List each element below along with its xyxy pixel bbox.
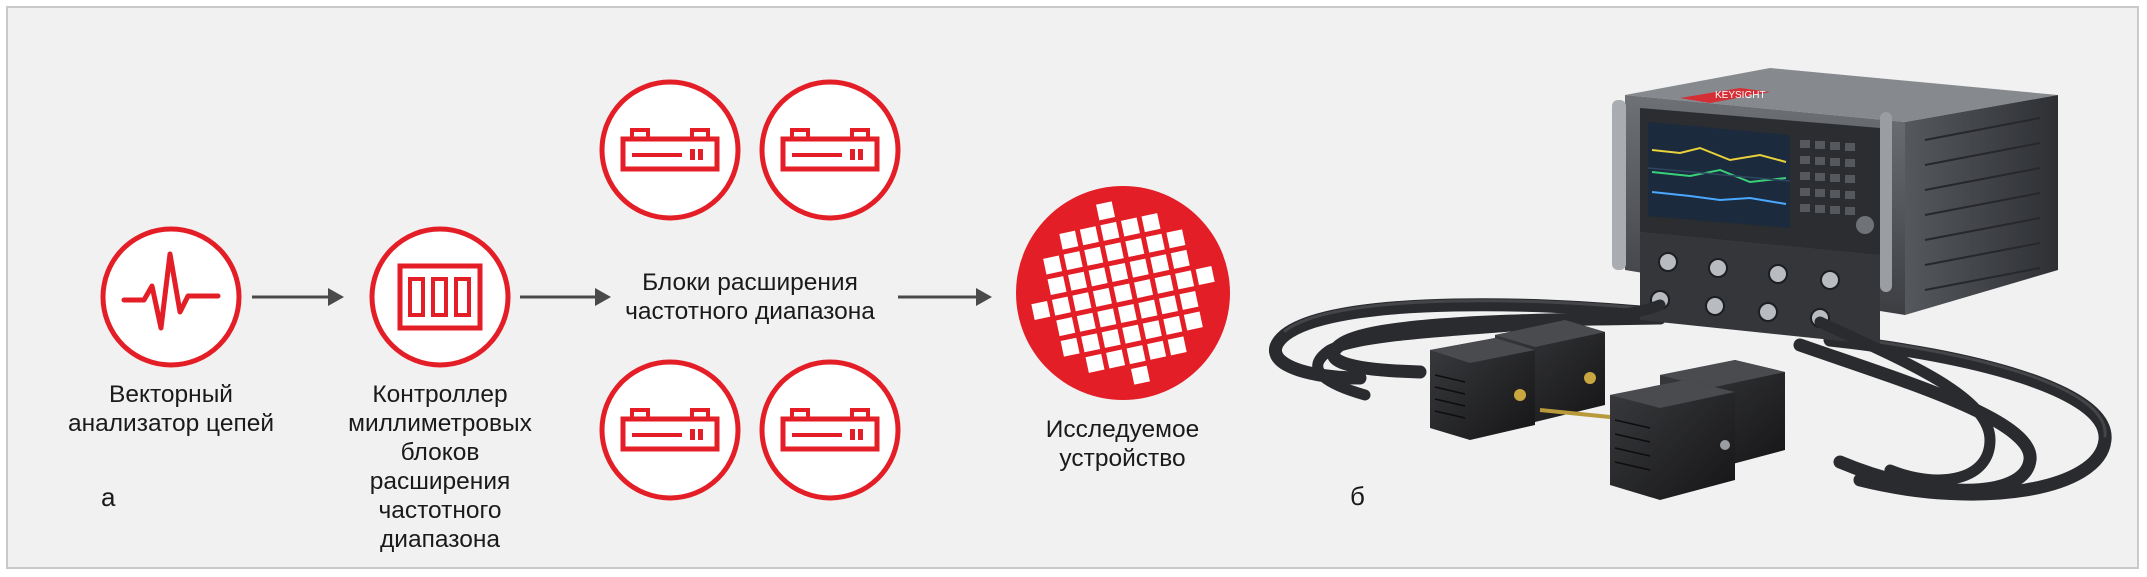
wafer-die <box>1142 320 1162 340</box>
arrow-extenders-to-dut <box>898 288 992 306</box>
wafer-die <box>1072 292 1092 312</box>
frequency-extender-icon <box>759 359 901 501</box>
waveform-icon <box>100 226 242 368</box>
wafer-die <box>1043 255 1063 275</box>
wafer-die <box>1101 328 1121 348</box>
wafer-die <box>1088 267 1108 287</box>
wafer-die <box>1096 201 1116 221</box>
wafer-die <box>1106 349 1126 369</box>
wafer-die <box>1031 300 1051 320</box>
wafer-die <box>1120 217 1140 237</box>
wafer-die <box>1134 279 1154 299</box>
wafer-die <box>1051 296 1071 316</box>
label-vna: Векторный анализатор цепей <box>67 381 275 437</box>
wafer-die <box>1085 353 1105 373</box>
wafer-die <box>1047 276 1067 296</box>
wafer-die <box>1104 242 1124 262</box>
wafer-die <box>1175 270 1195 290</box>
wafer-die <box>1100 221 1120 241</box>
frequency-extender-icon <box>759 79 901 221</box>
wafer-die <box>1060 337 1080 357</box>
wafer-die <box>1125 238 1145 258</box>
wafer-die <box>1113 283 1133 303</box>
wafer-die <box>1150 254 1170 274</box>
wafer-die <box>1097 308 1117 328</box>
part-label-b: б <box>1350 481 1365 511</box>
wafer-die <box>1183 311 1203 331</box>
wafer-die <box>1084 246 1104 266</box>
part-label-a: а <box>101 482 116 512</box>
wafer-die <box>1081 333 1101 353</box>
wafer-die <box>1129 258 1149 278</box>
wafer-die <box>1122 324 1142 344</box>
wafer-icon <box>1016 186 1230 400</box>
wafer-die <box>1166 229 1186 249</box>
wafer-die <box>1079 226 1099 246</box>
wafer-die <box>1154 274 1174 294</box>
label-extenders: Блоки расширения частотного диапазона <box>625 269 875 325</box>
wafer-die <box>1170 249 1190 269</box>
wafer-die <box>1145 233 1165 253</box>
wafer-die <box>1076 312 1096 332</box>
wafer-die <box>1163 315 1183 335</box>
wafer-die <box>1109 262 1129 282</box>
wafer-die <box>1059 230 1079 250</box>
wafer-die <box>1056 317 1076 337</box>
wafer-die <box>1158 295 1178 315</box>
wafer-die <box>1147 340 1167 360</box>
wafer-die <box>1141 213 1161 233</box>
wafer-die <box>1179 290 1199 310</box>
wafer-die <box>1130 365 1150 385</box>
arrow-vna-to-controller <box>252 288 344 306</box>
wafer-die <box>1063 251 1083 271</box>
label-controller: Контроллер миллиметровых блоков расширен… <box>348 381 532 553</box>
wafer-die <box>1195 266 1215 286</box>
controller-icon <box>369 226 511 368</box>
frequency-extender-icon <box>599 79 741 221</box>
arrow-controller-to-extenders <box>520 288 611 306</box>
keysight-logo-text: KEYSIGHT <box>1715 90 1766 101</box>
wafer-die <box>1068 271 1088 291</box>
wafer-die <box>1167 336 1187 356</box>
vna-with-extenders-photo: KEYSIGHT <box>1269 68 2112 501</box>
frequency-extender-icon <box>599 359 741 501</box>
wafer-die <box>1117 304 1137 324</box>
wafer-die <box>1138 299 1158 319</box>
label-dut: Исследуемое устройство <box>1045 416 1200 472</box>
wafer-die <box>1126 345 1146 365</box>
wafer-die <box>1092 287 1112 307</box>
